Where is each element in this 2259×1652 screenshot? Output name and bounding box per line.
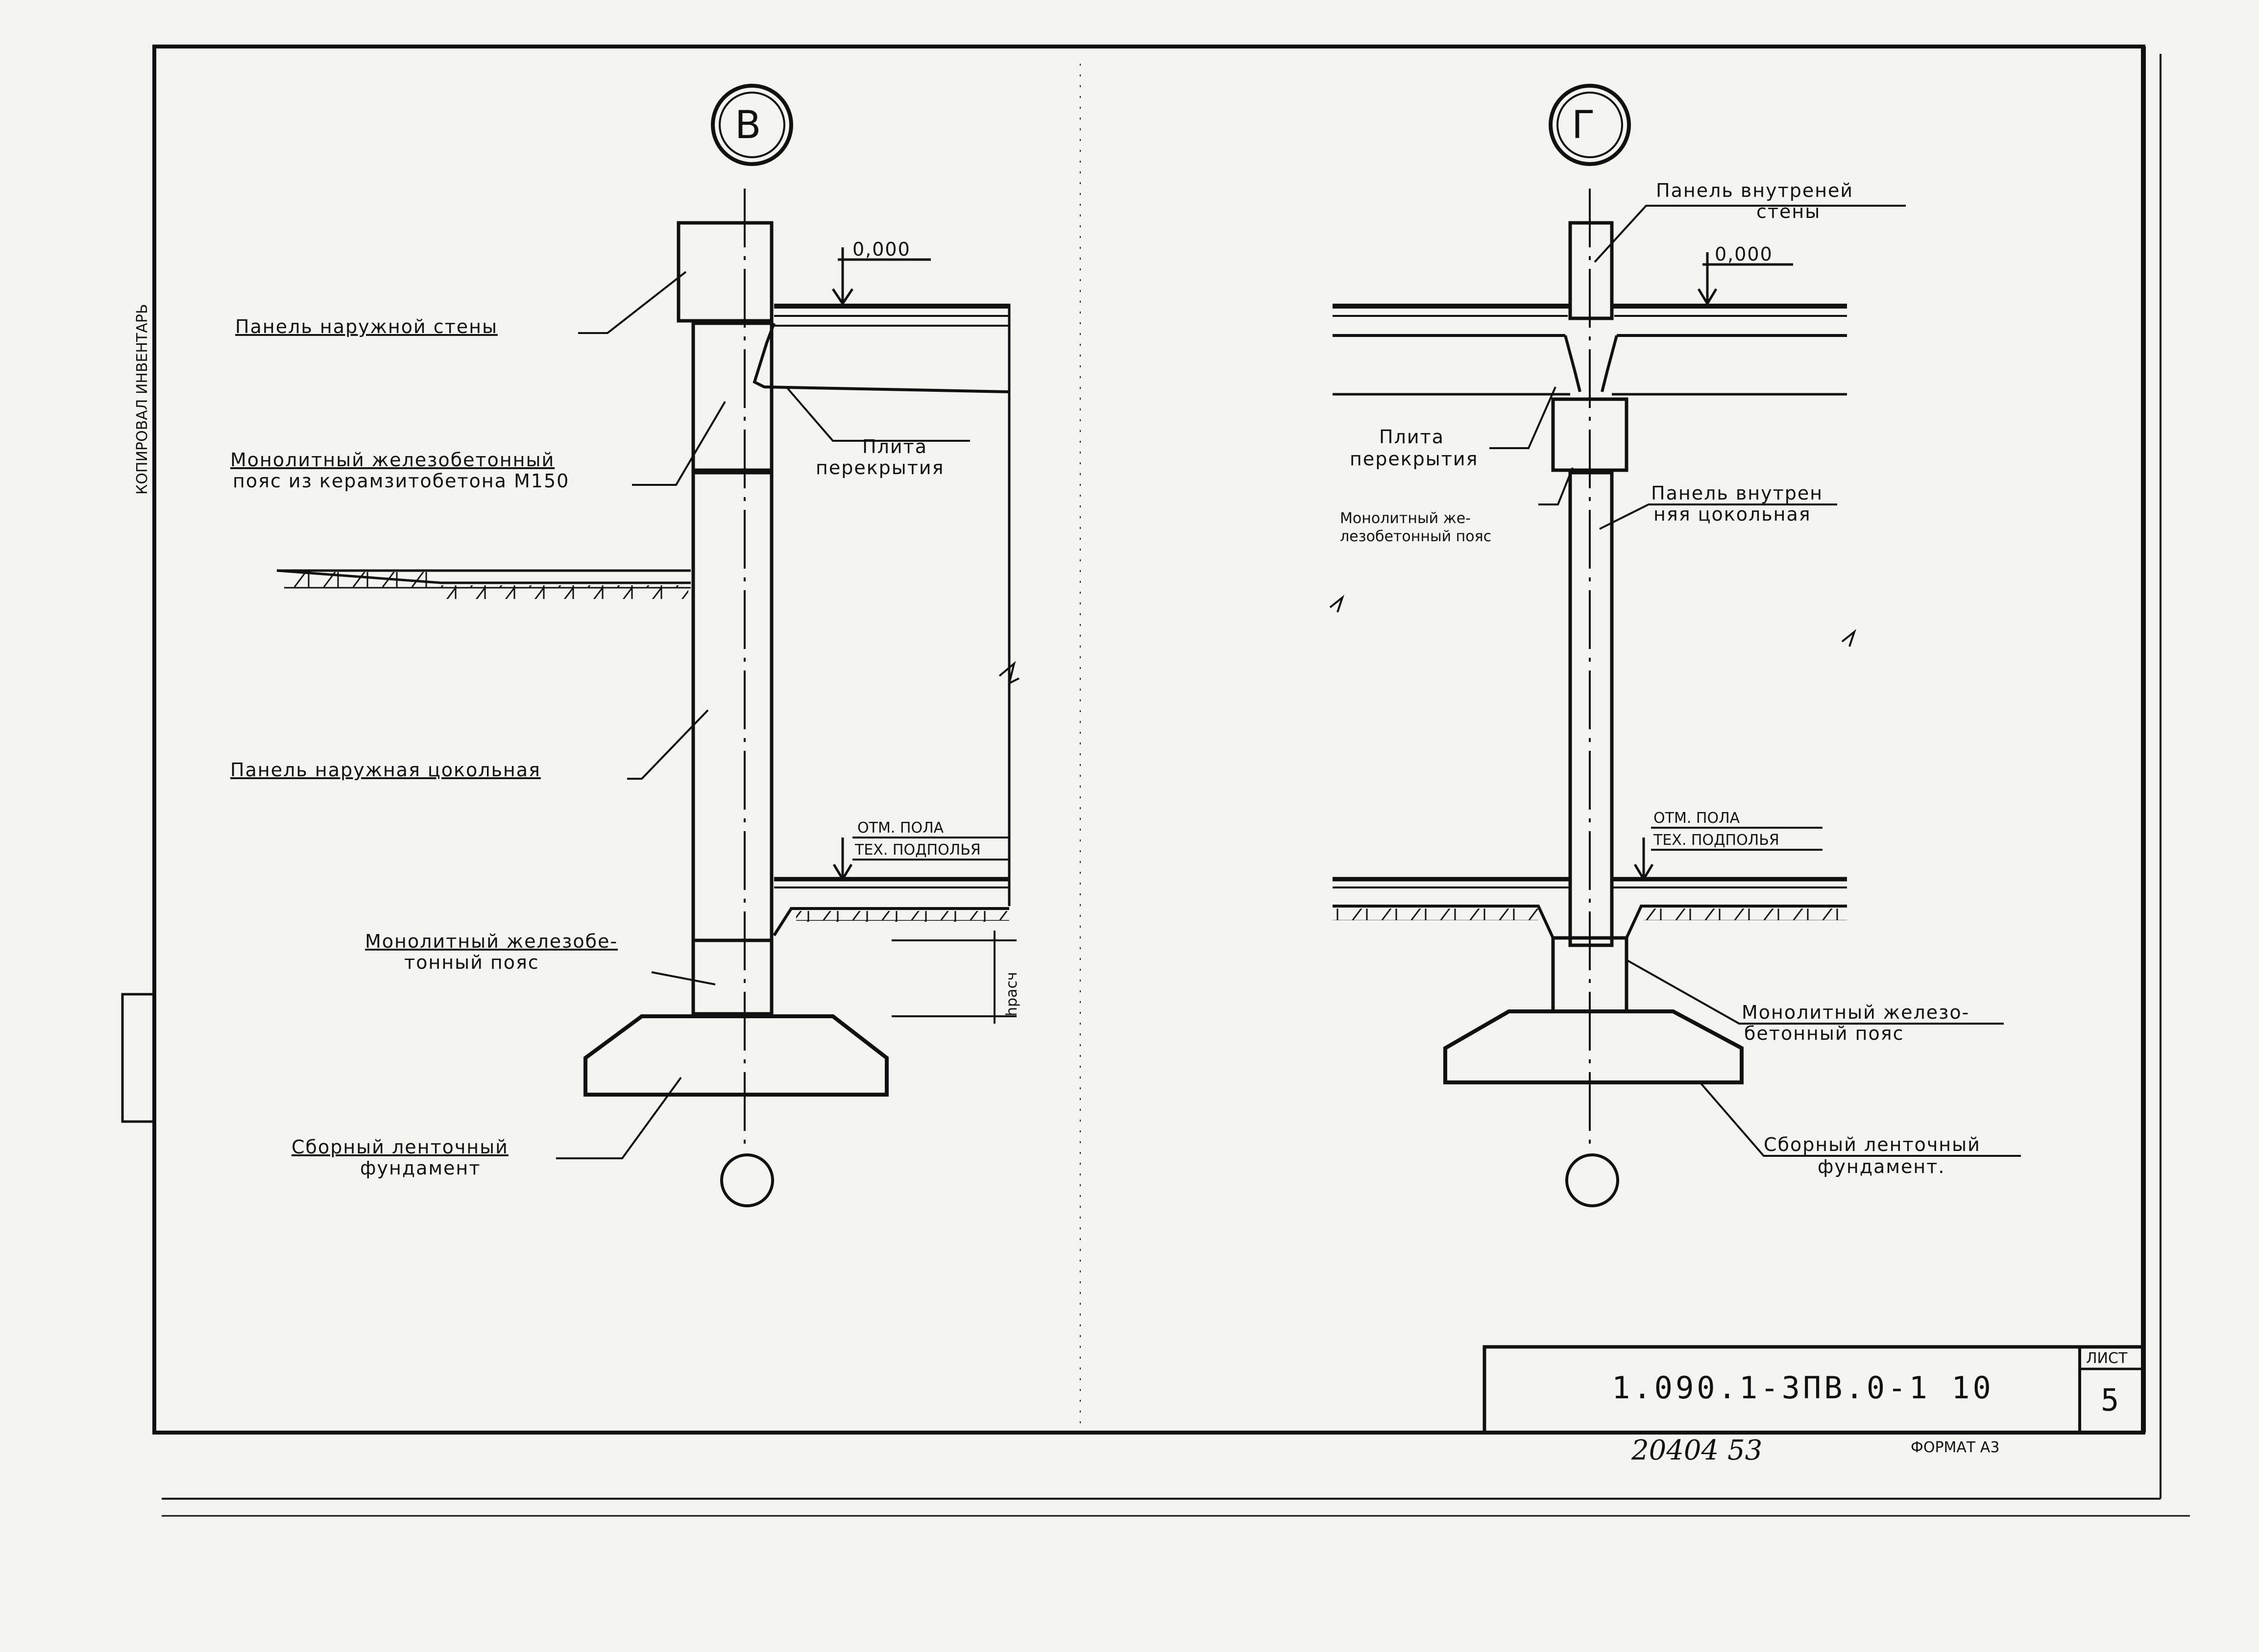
label-floor-2-v: ТЕХ. ПОДПОЛЬЯ — [854, 841, 981, 859]
side-stamp: КОПИРОВАЛ ИНВЕНТАРЬ — [134, 304, 151, 495]
format-label: ФОРМАТ А3 — [1911, 1439, 1999, 1456]
label-foundation-1-g: Сборный ленточный — [1764, 1134, 1981, 1155]
axis-g-label: Г — [1572, 103, 1595, 147]
label-slab-1-g: Плита — [1379, 426, 1444, 448]
label-foundation-2-v: фундамент — [360, 1157, 481, 1179]
sheet-label: ЛИСТ — [2086, 1350, 2128, 1367]
handwritten-number: 20404 53 — [1631, 1435, 1762, 1466]
label-floor-2-g: ТЕХ. ПОДПОЛЬЯ — [1653, 832, 1779, 849]
label-h-calc: hрасч — [1003, 972, 1020, 1016]
label-belt-bottom-1-g: Монолитный железо- — [1742, 1002, 1969, 1023]
label-plinth-panel-v: Панель наружная цокольная — [230, 759, 541, 781]
label-floor-1-v: ОТМ. ПОЛА — [857, 819, 944, 837]
sheet-frame — [121, 45, 2190, 1517]
title-block — [1482, 1345, 2145, 1435]
level-zero-g: 0,000 — [1715, 243, 1773, 265]
label-inner-wall-2: стены — [1756, 201, 1821, 222]
label-belt-top-1-v: Монолитный железобетонный — [230, 449, 555, 471]
label-slab-2-v: перекрытия — [816, 457, 945, 479]
label-inner-plinth-1: Панель внутрен — [1651, 482, 1823, 504]
label-foundation-1-v: Сборный ленточный — [291, 1136, 509, 1158]
label-inner-wall-1: Панель внутреней — [1656, 180, 1853, 201]
label-outer-wall-panel: Панель наружной стены — [235, 316, 498, 337]
title-code: 1.090.1-3ПВ.0-1 10 — [1612, 1370, 1994, 1406]
label-belt-top-2-v: пояс из керамзитобетона М150 — [233, 470, 569, 492]
label-slab-1-v: Плита — [862, 436, 927, 457]
label-inner-plinth-2: няя цокольная — [1653, 503, 1811, 525]
section-g-drawing — [1329, 84, 2021, 1207]
section-v-drawing — [276, 84, 1020, 1207]
label-belt-bottom-1-v: Монолитный железобе- — [365, 931, 618, 952]
axis-v-label: В — [735, 103, 761, 147]
label-belt-top-1-g: Монолитный же- — [1340, 510, 1471, 527]
label-belt-bottom-2-v: тонный пояс — [404, 952, 539, 973]
sheet-number: 5 — [2101, 1382, 2122, 1418]
label-belt-bottom-2-g: бетонный пояс — [1744, 1023, 1904, 1044]
level-zero-v: 0,000 — [852, 239, 911, 260]
label-foundation-2-g: фундамент. — [1818, 1156, 1945, 1177]
label-belt-top-2-g: лезобетонный пояс — [1340, 528, 1491, 545]
label-floor-1-g: ОТМ. ПОЛА — [1653, 810, 1740, 827]
label-slab-2-g: перекрытия — [1350, 448, 1479, 470]
